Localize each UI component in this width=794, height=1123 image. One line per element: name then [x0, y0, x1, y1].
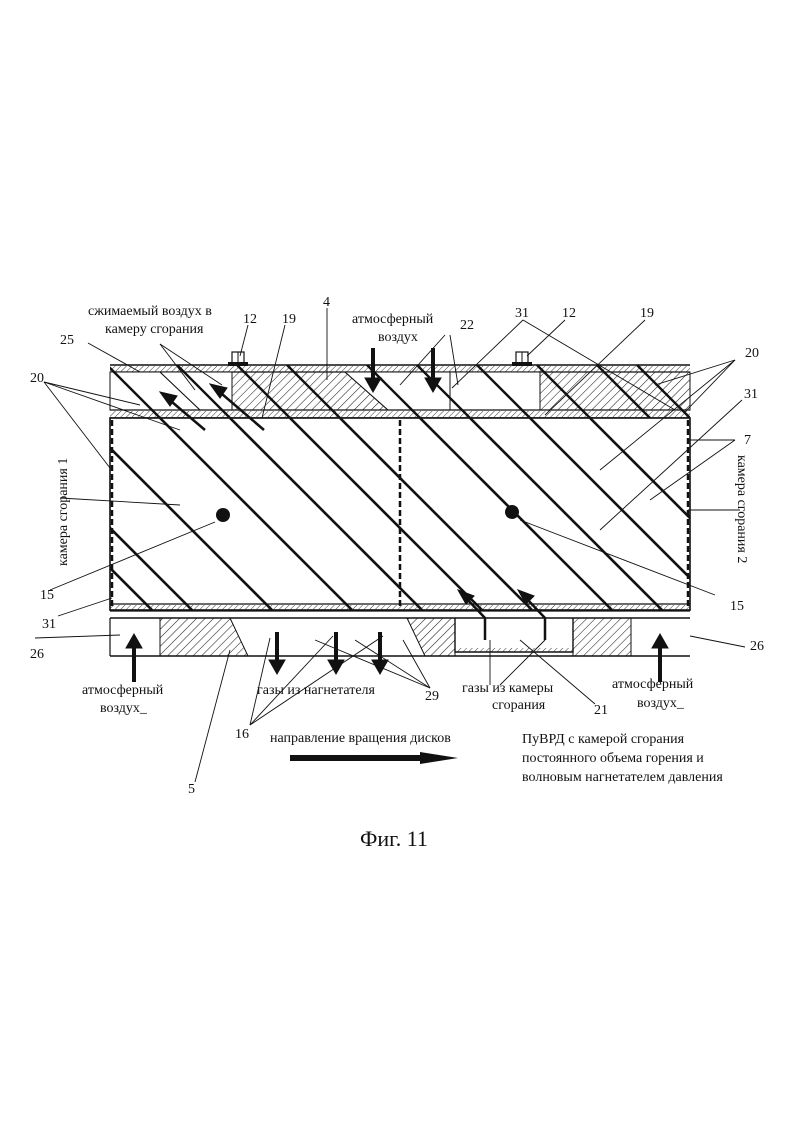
ref-26-right: 26	[750, 639, 764, 654]
ref-12-right: 12	[562, 306, 576, 321]
gases-supercharger-label: газы из нагнетателя	[257, 683, 376, 698]
rotor-discs	[109, 365, 691, 611]
ref-22: 22	[460, 318, 474, 333]
ref-12-left: 12	[243, 312, 257, 327]
atmospheric-air-left-1: атмосферный	[82, 683, 164, 698]
description-line-3: волновым нагнетателем давления	[522, 770, 723, 785]
flow-arrows	[125, 348, 669, 682]
reference-numbers: 25 12 19 4 22 31 12 19 20 20 31 7 15 31 …	[30, 295, 764, 797]
gases-chamber-label-2: сгорания	[492, 698, 546, 713]
atmospheric-air-right-2: воздух_	[637, 696, 685, 711]
ref-31-right: 31	[744, 387, 758, 402]
atmospheric-air-left-2: воздух_	[100, 701, 148, 716]
atmospheric-air-top-2: воздух	[378, 330, 418, 345]
ref-25: 25	[60, 333, 74, 348]
top-stator	[109, 364, 691, 419]
atmospheric-air-top-1: атмосферный	[352, 312, 434, 327]
ref-4: 4	[323, 295, 330, 310]
ref-20-right: 20	[745, 346, 759, 361]
compressed-air-label-1: сжимаемый воздух в	[88, 304, 212, 319]
figure-caption: Фиг. 11	[360, 826, 428, 851]
ref-19-left: 19	[282, 312, 296, 327]
ref-5: 5	[188, 782, 195, 797]
gases-chamber-label-1: газы из камеры	[462, 681, 554, 696]
ref-21: 21	[594, 703, 608, 718]
ref-26-left: 26	[30, 647, 44, 662]
ref-31-top: 31	[515, 306, 529, 321]
rotation-direction-arrow	[290, 752, 458, 764]
bolt-icon	[228, 351, 248, 366]
description-line-2: постоянного объема горения и	[522, 751, 704, 766]
chamber-1-label: камера сгорания 1	[56, 458, 71, 566]
compressed-air-label-2: камеру сгорания	[105, 322, 204, 337]
bottom-stator	[109, 603, 690, 657]
ref-29: 29	[425, 689, 439, 704]
bolt-icon	[512, 351, 532, 366]
ref-15-right: 15	[730, 599, 744, 614]
rotation-direction-label: направление вращения дисков	[270, 731, 451, 746]
leader-lines	[34, 308, 746, 783]
ref-7: 7	[744, 433, 751, 448]
description-line-1: ПуВРД с камерой сгорания	[522, 732, 685, 747]
ref-19-right: 19	[640, 306, 654, 321]
atmospheric-air-right-1: атмосферный	[612, 677, 694, 692]
chamber-2-label: камера сгорания 2	[734, 455, 749, 563]
ref-31-left: 31	[42, 617, 56, 632]
ref-16: 16	[235, 727, 249, 742]
ref-20-left: 20	[30, 371, 44, 386]
ref-15-left: 15	[40, 588, 54, 603]
